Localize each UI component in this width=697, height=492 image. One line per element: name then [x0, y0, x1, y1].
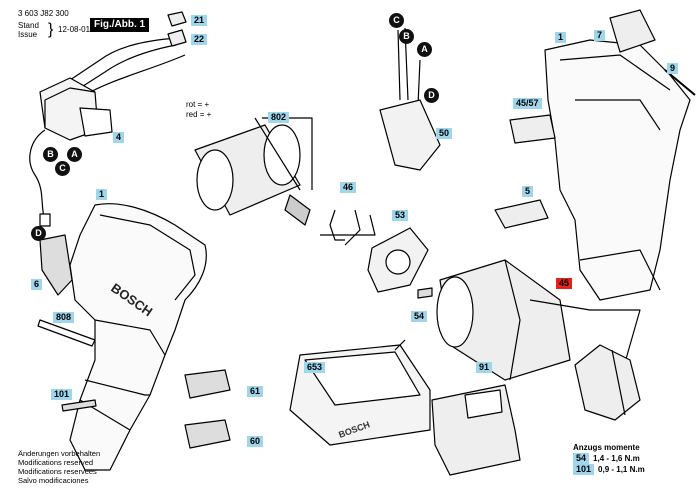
- housing-left: [69, 203, 207, 471]
- footer-notes: Änderungen vorbehalten Modifications res…: [18, 449, 100, 485]
- label-53: 53: [392, 210, 409, 221]
- label-45-57: 45/57: [513, 98, 542, 109]
- housing-right: [544, 39, 691, 301]
- doc-number: 3 603 J82 300: [18, 9, 69, 18]
- chuck: [574, 344, 641, 421]
- torque-row: 101 0,9 - 1,1 N.m: [573, 464, 645, 475]
- label-7: 7: [594, 30, 606, 41]
- figure-label: Fig./Abb. 1: [90, 18, 150, 32]
- label-101: 101: [51, 389, 73, 400]
- label-802: 802: [268, 112, 290, 123]
- label-9: 9: [667, 63, 679, 74]
- footer-note-es: Salvo modificaciones: [18, 476, 89, 485]
- label-91: 91: [476, 362, 493, 373]
- torque-value: 1,4 - 1,6 N.m: [593, 454, 640, 463]
- label-54: 54: [411, 311, 428, 322]
- brace: }: [48, 21, 54, 38]
- label-1-left: 1: [96, 189, 108, 200]
- label-6: 6: [31, 279, 43, 290]
- issue-date: 12-08-01: [58, 25, 91, 34]
- label-22: 22: [191, 34, 208, 45]
- label-808: 808: [53, 312, 75, 323]
- connector-d-left: D: [31, 226, 46, 241]
- label-61: 61: [247, 386, 264, 397]
- connector-c-left: C: [55, 161, 70, 176]
- issue-label: Issue: [18, 30, 38, 39]
- torque-part: 54: [573, 453, 590, 464]
- label-60: 60: [247, 436, 264, 447]
- label-46: 46: [340, 182, 357, 193]
- label-50: 50: [436, 128, 453, 139]
- connector-b-right: B: [399, 29, 414, 44]
- label-45-highlighted: 45: [556, 278, 573, 289]
- motor-note-rot: rot = +: [186, 100, 210, 109]
- label-1-right: 1: [555, 32, 567, 43]
- footer-note-fr: Modifications reservees: [18, 467, 97, 476]
- torque-title: Anzugs momente: [573, 443, 640, 452]
- stand-label: Stand: [18, 21, 39, 30]
- footer-note-en: Modifications reserved: [18, 458, 94, 467]
- connector-a-right: A: [417, 42, 432, 57]
- label-653: 653: [304, 362, 326, 373]
- label-5: 5: [522, 186, 534, 197]
- torque-value: 0,9 - 1,1 N.m: [598, 465, 645, 474]
- connector-d-right: D: [424, 88, 439, 103]
- connector-c-right: C: [389, 13, 404, 28]
- motor-note-red: red = +: [186, 110, 212, 119]
- label-4: 4: [113, 132, 125, 143]
- torque-part: 101: [573, 464, 595, 475]
- torque-table: Anzugs momente 54 1,4 - 1,6 N.m 101 0,9 …: [573, 443, 645, 475]
- connector-b-left: B: [43, 147, 58, 162]
- label-21: 21: [191, 15, 208, 26]
- torque-row: 54 1,4 - 1,6 N.m: [573, 453, 645, 464]
- footer-note-de: Änderungen vorbehalten: [18, 449, 101, 458]
- connector-a-left: A: [67, 147, 82, 162]
